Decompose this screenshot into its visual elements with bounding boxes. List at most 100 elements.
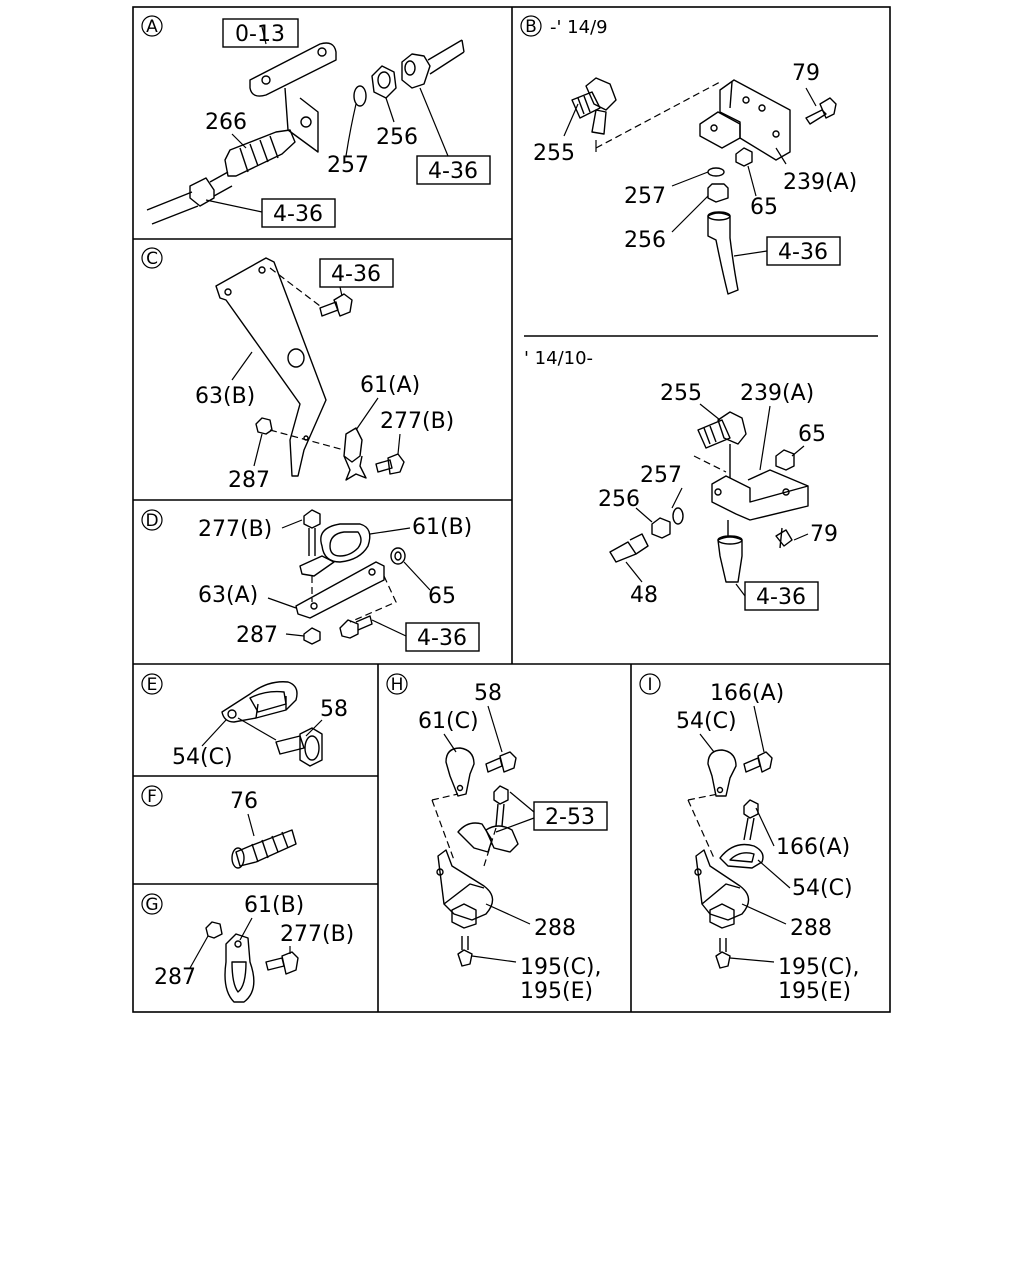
label-b2-257: 257 xyxy=(640,463,682,488)
svg-text:I: I xyxy=(647,675,652,695)
label-h-61c: 61(C) xyxy=(418,709,479,734)
label-b-79: 79 xyxy=(792,61,820,86)
screw-195-h xyxy=(457,949,473,967)
pipe-upper xyxy=(401,53,431,89)
section-i: I 166(A) 54(C) 166(A) 54(C) 288 195(C), … xyxy=(639,673,860,1004)
bracket-63a xyxy=(295,561,385,619)
label-b-257: 257 xyxy=(624,184,666,209)
label-b2-256: 256 xyxy=(598,487,640,512)
label-a-266: 266 xyxy=(205,110,247,135)
section-e-marker: E xyxy=(141,673,163,695)
label-b-255: 255 xyxy=(533,141,575,166)
section-b-title: -' 14/9 xyxy=(550,17,608,38)
bolt-166a-i-mid xyxy=(743,799,759,819)
label-a-257: 257 xyxy=(327,153,369,178)
label-b-65: 65 xyxy=(750,195,778,220)
svg-text:A: A xyxy=(146,17,158,37)
clamp-54c-i-mid xyxy=(719,843,764,869)
label-c-277b: 277(B) xyxy=(380,409,454,434)
label-b2-255: 255 xyxy=(660,381,702,406)
nozzle-48 xyxy=(609,541,637,563)
nut-65-d xyxy=(390,547,406,565)
ref-box-d xyxy=(405,622,480,652)
section-a-marker: A xyxy=(141,15,163,37)
label-h-195e: 195(E) xyxy=(520,979,593,1004)
label-h-195c: 195(C), xyxy=(520,955,602,980)
label-c-61a: 61(A) xyxy=(360,373,420,398)
label-i-166a-mid: 166(A) xyxy=(776,835,850,860)
pipe-lower xyxy=(146,191,199,225)
section-g-marker: G xyxy=(141,893,163,915)
ring-257 xyxy=(353,85,367,107)
svg-text:B: B xyxy=(525,17,537,37)
ref-box-h xyxy=(533,801,608,831)
svg-text:F: F xyxy=(147,787,157,807)
bolt-d xyxy=(339,619,359,639)
washer-257 xyxy=(707,167,725,177)
pipe-b xyxy=(707,212,739,295)
ref-box-a-right xyxy=(416,155,491,185)
ref-h: 2-53 xyxy=(545,805,595,830)
bolt-253-h xyxy=(493,785,509,805)
label-b-239: 239(A) xyxy=(783,170,857,195)
label-b-256: 256 xyxy=(624,228,666,253)
fitting-76 xyxy=(235,829,297,867)
clamp-61b-d xyxy=(320,523,371,563)
section-b2: ' 14/10- 255 239(A) 65 257 256 79 xyxy=(524,348,838,611)
bolt-277b-g xyxy=(265,957,285,971)
clamp-54c-e xyxy=(221,681,298,723)
label-h-58: 58 xyxy=(474,681,502,706)
screw-195-i xyxy=(715,951,731,969)
svg-text:D: D xyxy=(145,511,158,531)
ref-d: 4-36 xyxy=(417,626,467,651)
ref-b: 4-36 xyxy=(778,240,828,265)
ref-c: 4-36 xyxy=(331,262,381,287)
label-i-195e: 195(E) xyxy=(778,979,851,1004)
nut-287-d xyxy=(303,627,321,645)
label-g-287: 287 xyxy=(154,965,196,990)
label-i-166a-top: 166(A) xyxy=(710,681,784,706)
clamp-61b-g xyxy=(224,933,255,1003)
label-b2-239: 239(A) xyxy=(740,381,814,406)
section-i-marker: I xyxy=(639,673,661,695)
bracket-288-h xyxy=(437,849,494,921)
label-f-76: 76 xyxy=(230,789,258,814)
label-b2-65: 65 xyxy=(798,422,826,447)
label-b2-48: 48 xyxy=(630,583,658,608)
frame-grid xyxy=(132,6,891,1013)
label-d-65: 65 xyxy=(428,584,456,609)
ref-a-bottom: 4-36 xyxy=(273,202,323,227)
label-g-61b: 61(B) xyxy=(244,893,304,918)
label-h-288: 288 xyxy=(534,916,576,941)
label-b2-79: 79 xyxy=(810,522,838,547)
svg-text:C: C xyxy=(146,249,158,269)
bracket-239 xyxy=(719,79,791,161)
section-b-marker: B xyxy=(520,15,542,37)
bolt-58-h xyxy=(485,757,503,773)
ref-b2: 4-36 xyxy=(756,585,806,610)
nut-256-b2 xyxy=(651,517,671,539)
nut-256 xyxy=(371,65,397,99)
section-c: C 4-36 63(B) 61(A) 277(B) 287 xyxy=(141,247,454,493)
ref-a-top: 0-13 xyxy=(235,22,285,47)
label-i-54c-mid: 54(C) xyxy=(792,876,853,901)
label-e-54c: 54(C) xyxy=(172,745,233,770)
ref-a-right: 4-36 xyxy=(428,159,478,184)
svg-text:E: E xyxy=(147,675,158,695)
svg-text:G: G xyxy=(145,895,158,915)
bracket-63b xyxy=(215,257,327,477)
clamp-54c-i-top xyxy=(707,749,737,797)
ref-box-a-top xyxy=(222,18,299,48)
bolt-79-b2 xyxy=(775,529,793,547)
union-255 xyxy=(585,77,617,111)
section-e: E 58 54(C) xyxy=(141,673,348,770)
section-d-marker: D xyxy=(141,509,163,531)
label-a-256: 256 xyxy=(376,125,418,150)
nut-287-g xyxy=(205,921,223,939)
section-b2-title: ' 14/10- xyxy=(524,348,593,369)
bolt-277b-c xyxy=(375,459,393,473)
ref-box-a-bottom xyxy=(261,198,336,228)
union-255-b2 xyxy=(717,411,747,445)
section-f-marker: F xyxy=(141,785,163,807)
bracket-288-i xyxy=(695,849,750,921)
